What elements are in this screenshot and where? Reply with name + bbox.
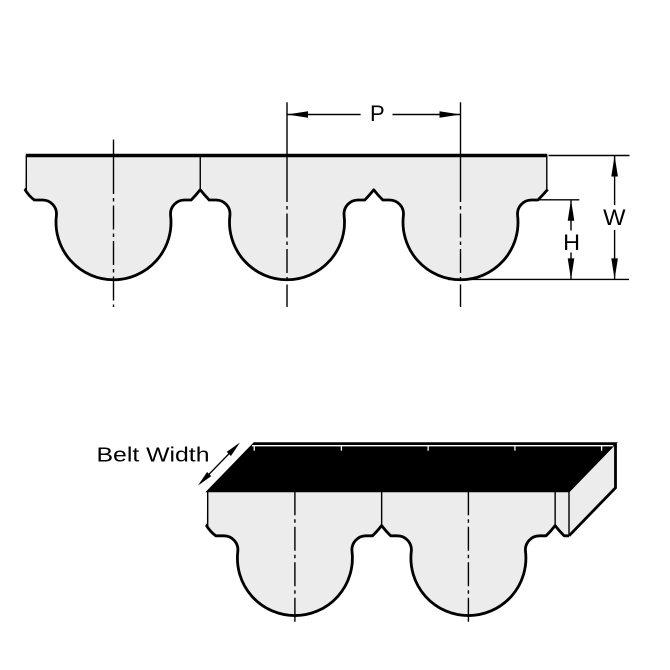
svg-text:P: P [370, 101, 385, 126]
svg-text:Belt Width: Belt Width [97, 445, 210, 467]
svg-text:H: H [563, 230, 580, 255]
svg-text:W: W [603, 205, 626, 230]
